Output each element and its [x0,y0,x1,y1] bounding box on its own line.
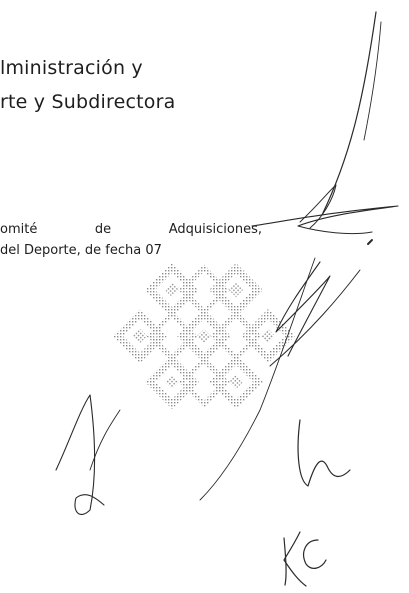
signature-stroke-5 [55,394,105,515]
signature-stroke-2 [251,205,399,235]
signature-stroke-1 [321,11,377,216]
body-line-2: del Deporte, de fecha 07 [0,243,162,258]
signature-stroke-4 [297,419,351,487]
initials-stroke [283,537,287,586]
heading-line-2: rte y Subdirectora [0,91,176,113]
body-line-1: omité de Adquisiciones, [0,222,262,237]
signature-stroke-3 [275,261,331,357]
heading-line-1: lministración y [0,57,143,79]
